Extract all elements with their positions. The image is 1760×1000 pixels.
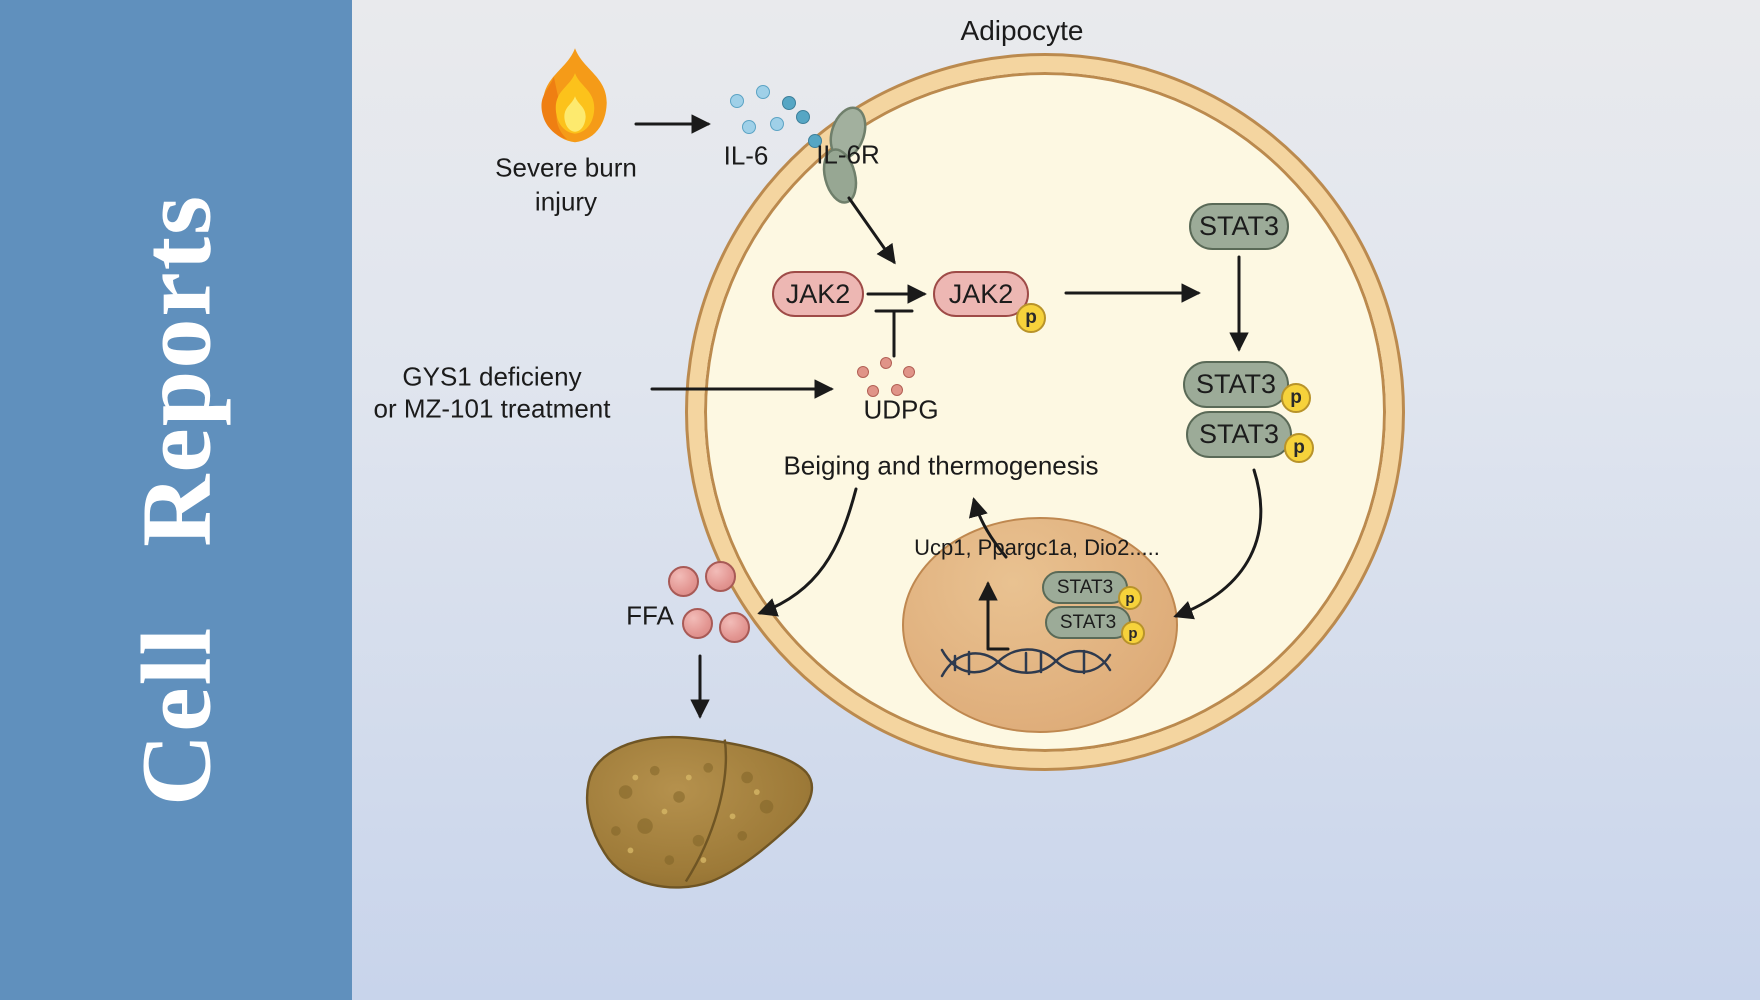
target-genes-label: Ucp1, Ppargc1a, Dio2.....: [914, 535, 1160, 560]
il6-molecule-dot: [796, 110, 810, 124]
ffa-droplet: [705, 561, 736, 592]
udpg-molecule-dot: [880, 357, 892, 369]
ffa-droplet: [682, 608, 713, 639]
gys1-label-line1: GYS1 deficieny: [402, 361, 582, 392]
stat3-label: STAT3: [1198, 211, 1279, 241]
stat3-label: STAT3: [1198, 419, 1279, 449]
il6r-receptor-icon: [822, 106, 867, 204]
liver-icon: [585, 735, 814, 889]
il6-molecule-dot: [756, 85, 770, 99]
stat3-label: STAT3: [1195, 369, 1276, 399]
phospho-badge: p: [1281, 383, 1311, 413]
journal-band: Cell Reports: [0, 0, 352, 1000]
udpg-label: UDPG: [863, 394, 939, 425]
il6r-label: IL-6R: [816, 139, 880, 170]
severe-burn-label-line2: injury: [534, 186, 598, 217]
jak2-label: JAK2: [785, 278, 851, 309]
jak2-label: JAK2: [948, 278, 1014, 309]
beiging-label: Beiging and thermogenesis: [783, 450, 1099, 481]
phospho-badge: p: [1016, 303, 1046, 333]
phospho-badge: p: [1284, 433, 1314, 463]
udpg-molecule-dot: [867, 385, 879, 397]
il6-molecule-dot: [808, 134, 822, 148]
stat3-phospho-pill-2: STAT3: [1186, 411, 1292, 458]
stat3-phospho-pill-1: STAT3: [1183, 361, 1289, 408]
severe-burn-label-line1: Severe burn: [495, 152, 637, 183]
stat3-pill: STAT3: [1189, 203, 1289, 250]
jak2-phospho-pill: JAK2: [933, 271, 1029, 317]
il6-label: IL-6: [723, 140, 769, 171]
nuclear-stat3-pill-1: STAT3: [1042, 571, 1128, 604]
phospho-badge: p: [1118, 586, 1142, 610]
stat3-label: STAT3: [1059, 611, 1117, 633]
il6-molecule-dot: [742, 120, 756, 134]
phospho-badge: p: [1121, 621, 1145, 645]
ffa-droplet: [719, 612, 750, 643]
udpg-molecule-dot: [903, 366, 915, 378]
gys1-label-line2: or MZ-101 treatment: [373, 393, 611, 424]
fire-icon: [541, 48, 607, 143]
il6-molecule-dot: [782, 96, 796, 110]
udpg-molecule-dot: [857, 366, 869, 378]
il6-molecule-dot: [730, 94, 744, 108]
nuclear-stat3-pill-2: STAT3: [1045, 606, 1131, 639]
ffa-droplet: [668, 566, 699, 597]
stat3-label: STAT3: [1056, 576, 1114, 598]
ffa-label: FFA: [626, 600, 674, 631]
journal-title: Cell Reports: [120, 194, 232, 806]
il6-molecule-dot: [770, 117, 784, 131]
udpg-molecule-dot: [891, 384, 903, 396]
jak2-pill: JAK2: [772, 271, 864, 317]
cell-title: Adipocyte: [960, 15, 1084, 46]
